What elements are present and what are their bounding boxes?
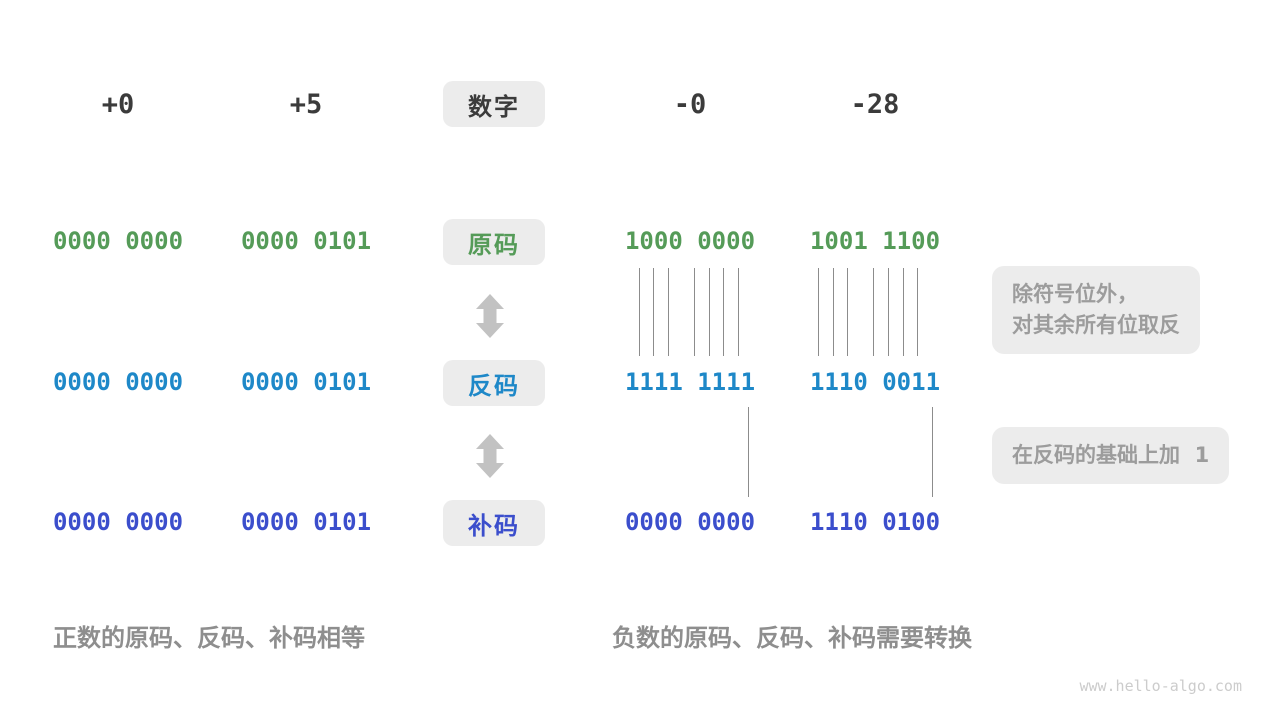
binary-sign-magnitude-minus0: 1000 0000 (624, 227, 756, 255)
label-box-sign-magnitude: 原码 (443, 219, 545, 265)
binary-sign-magnitude-minus28: 1001 1100 (809, 227, 941, 255)
binary-twos-complement-plus0: 0000 0000 (52, 508, 184, 536)
bit-line (818, 268, 819, 356)
binary-ones-complement-minus28: 1110 0011 (809, 368, 941, 396)
binary-ones-complement-minus0: 1111 1111 (624, 368, 756, 396)
annotation-invert-line1: 除符号位外， (1012, 282, 1138, 306)
updown-arrow-icon (476, 434, 504, 478)
bit-line (873, 268, 874, 356)
bit-line (932, 407, 933, 497)
updown-arrow-icon (476, 294, 504, 338)
label-box-ones-complement: 反码 (443, 360, 545, 406)
bit-line (723, 268, 724, 356)
header-number-plus5: +5 (289, 89, 323, 120)
bit-line (888, 268, 889, 356)
header-number-minus0: -0 (673, 89, 707, 120)
binary-sign-magnitude-plus0: 0000 0000 (52, 227, 184, 255)
caption-positive-numbers: 正数的原码、反码、补码相等 (53, 624, 365, 652)
bit-line (903, 268, 904, 356)
header-number-minus28: -28 (850, 89, 900, 120)
bit-line (748, 407, 749, 497)
header-number-plus0: +0 (101, 89, 135, 120)
binary-twos-complement-minus28: 1110 0100 (809, 508, 941, 536)
site-watermark: www.hello-algo.com (1079, 677, 1242, 695)
label-box-number: 数字 (443, 81, 545, 127)
bit-line (668, 268, 669, 356)
bit-line (709, 268, 710, 356)
bit-line (847, 268, 848, 356)
bit-line (653, 268, 654, 356)
annotation-invert-line2: 对其余所有位取反 (1012, 313, 1180, 337)
bit-line (833, 268, 834, 356)
binary-ones-complement-plus0: 0000 0000 (52, 368, 184, 396)
annotation-add-one: 在反码的基础上加 1 (992, 427, 1230, 484)
binary-sign-magnitude-plus5: 0000 0101 (240, 227, 372, 255)
annotation-invert-bits: 除符号位外， 对其余所有位取反 (992, 266, 1200, 354)
bit-line (738, 268, 739, 356)
label-box-twos-complement: 补码 (443, 500, 545, 546)
caption-negative-numbers: 负数的原码、反码、补码需要转换 (612, 624, 972, 652)
bit-line (694, 268, 695, 356)
binary-twos-complement-plus5: 0000 0101 (240, 508, 372, 536)
bit-line (639, 268, 640, 356)
bit-line (917, 268, 918, 356)
binary-ones-complement-plus5: 0000 0101 (240, 368, 372, 396)
binary-twos-complement-minus0: 0000 0000 (624, 508, 756, 536)
